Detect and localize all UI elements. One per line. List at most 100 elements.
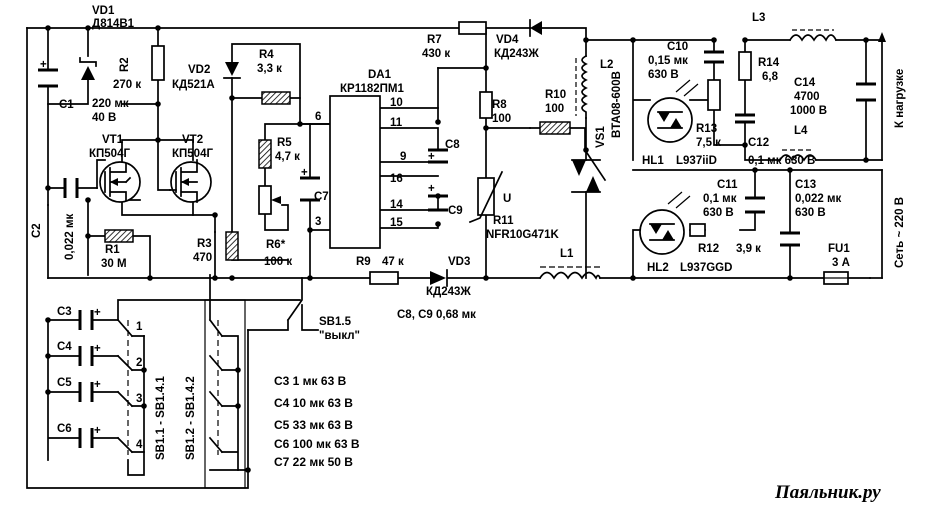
r13-value: 7,5 к [696,137,721,149]
r4-ref: R4 [259,49,274,61]
r8-value: 100 [492,113,511,125]
r9-ref: R9 [356,256,371,268]
l3-inductor-symbol [788,29,838,42]
pin-10: 10 [390,97,403,109]
vd4-diode-symbol [529,19,542,37]
r4-resistor-symbol [261,91,291,105]
c8-capacitor-symbol [428,148,448,164]
vd3-diode-symbol [430,269,448,287]
vd3-part: КД243Ж [426,286,471,298]
vt1-mosfet-symbol [99,161,141,203]
vt2-ref: VT2 [182,134,203,146]
c9-plus: + [428,183,435,195]
c12-capacitor-symbol [735,113,755,124]
c5-plus: + [94,379,101,391]
c3-ref: C3 [57,306,72,318]
r1-resistor-symbol [104,229,134,243]
vt2-part: КП504Г [172,148,213,160]
da1-ref: DA1 [368,69,392,81]
vd1-part: Д814В1 [92,18,135,30]
vt1-ref: VT1 [102,134,124,146]
c10-ref: C10 [667,41,688,53]
r2-resistor-symbol [151,45,165,81]
r4-value: 3,3 к [257,63,282,75]
pin-9: 9 [400,151,406,163]
r14-ref: R14 [758,57,780,69]
l4-inductor-symbol [778,149,818,162]
bom-line-4: C6 100 мк 63 В [274,437,360,451]
vd2-ref: VD2 [188,64,210,76]
c1-ref: C1 [59,99,74,111]
vd4-part: КД243Ж [494,48,539,60]
r3-value: 470 [193,252,212,264]
l1-ref: L1 [560,248,574,260]
sb15-ref: SB1.5 [319,316,352,328]
r11-mark: U [503,193,511,205]
vd3-ref: VD3 [448,256,470,268]
c8-plus: + [428,151,435,163]
r8-ref: R8 [492,99,507,111]
c14-capacitor-symbol [856,82,876,102]
r12-ref: R12 [698,243,719,255]
c11-ref: C11 [717,179,738,191]
c4-ref: C4 [57,341,72,353]
r6-value: 100 к [264,256,292,268]
c3-plus: + [94,307,101,319]
vd1-ref: VD1 [92,5,115,17]
c10-value1: 0,15 мк [648,55,688,67]
vt2-mosfet-symbol [169,159,212,203]
l3-ref: L3 [752,12,765,24]
r11-part: NFR10G471K [486,229,560,241]
c5-ref: C5 [57,377,72,389]
hl2-optotriac-symbol [639,191,691,255]
l1-inductor-symbol [538,266,602,280]
c2-capacitor-symbol [63,178,79,198]
c1-capacitor-symbol [38,68,58,88]
vd2-part: КД521А [172,79,215,91]
c1-plus: + [40,59,47,71]
l2-ref: L2 [600,59,613,71]
c11-capacitor-symbol [745,196,765,214]
vt1-part: КП504Г [89,148,130,160]
c6-ref: C6 [57,423,72,435]
r10-value: 100 [545,103,564,115]
c7-capacitor-symbol [300,176,320,202]
sb1-1-ref: SB1.1 - SB1.4.1 [155,376,167,460]
terminal-markers [878,32,886,279]
watermark: Паяльник.ру [774,482,881,503]
da1-ic-symbol [329,95,381,249]
l4-ref: L4 [794,125,808,137]
vd4-ref: VD4 [496,34,519,46]
bom-line-2: C4 10 мк 63 В [274,396,353,410]
r2-ref: R2 [119,57,131,72]
vd2-diode-symbol [223,62,241,79]
r14-value: 6,8 [762,71,779,83]
c2-ref: C2 [31,223,43,238]
r3-resistor-symbol [225,231,239,261]
c2-value: 0,022 мк [64,214,76,260]
r5-value: 4,7 к [275,151,300,163]
pin-3: 3 [315,216,321,228]
r11-varistor-symbol [468,170,504,224]
sb15-note: "выкл" [319,330,360,342]
pin-6: 6 [315,111,321,123]
c14-value1: 4700 [794,91,820,103]
bom-line-1: C3 1 мк 63 В [274,374,347,388]
c4-plus: + [94,343,101,355]
r7-ref: R7 [427,34,442,46]
c1-value2: 40 В [92,112,116,124]
r12-resistor-symbol [689,223,706,237]
vs1-part: BTA08-600B [611,71,623,138]
r5-ref: R5 [277,137,292,149]
r10-resistor-symbol [539,121,571,135]
junctions [45,25,869,473]
sb1-2-ref: SB1.2 - SB1.4.2 [185,376,197,460]
hl1-part: L937iiD [676,155,717,167]
c12-value: 0,1 мк 630 В [748,155,815,167]
r3-ref: R3 [197,238,212,250]
l2-inductor-symbol [575,54,588,119]
c8-c9-note: С8, С9 0,68 мк [397,309,476,321]
vs1-ref: VS1 [595,126,607,148]
c7-ref: C7 [314,191,329,203]
pin-16: 16 [390,173,403,185]
